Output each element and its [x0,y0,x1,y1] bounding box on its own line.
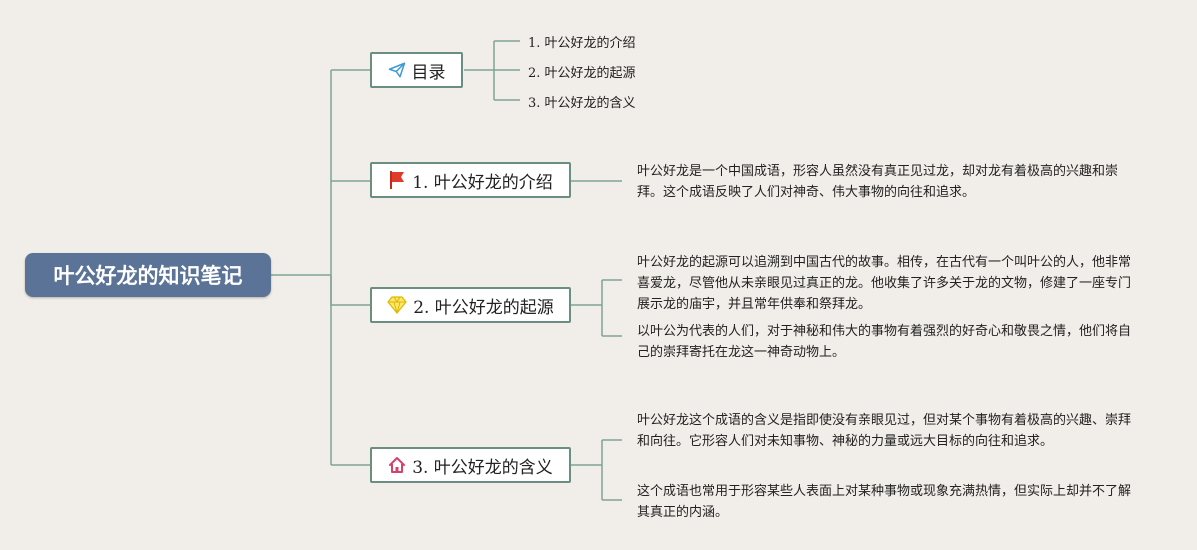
root-title: 叶公好龙的知识笔记 [53,264,243,288]
intro-paragraph: 叶公好龙是一个中国成语，形容人虽然没有真正见过龙，却对龙有着极高的兴趣和崇拜。这… [637,164,1119,200]
branch-toc[interactable]: 目录 [370,52,463,88]
diamond-icon [387,296,407,314]
branch-label: 3. 叶公好龙的含义 [412,457,553,478]
branch-label: 目录 [411,62,446,83]
red-flag-icon [388,170,406,190]
meaning-paragraph-2: 这个成语也常用于形容某些人表面上对某种事物或现象充满热情，但实际上却并不了解其真… [637,484,1132,520]
toc-item[interactable]: 2. 叶公好龙的起源 [528,66,636,81]
branch-origin[interactable]: 2. 叶公好龙的起源 [370,287,571,323]
branch-label: 2. 叶公好龙的起源 [413,297,554,318]
house-icon [388,456,406,474]
root-topic[interactable]: 叶公好龙的知识笔记 [25,253,271,297]
toc-item[interactable]: 1. 叶公好龙的介绍 [528,36,636,51]
branch-label: 1. 叶公好龙的介绍 [412,172,553,193]
branch-intro[interactable]: 1. 叶公好龙的介绍 [370,162,571,198]
branch-meaning[interactable]: 3. 叶公好龙的含义 [370,447,571,483]
origin-paragraph-2: 以叶公为代表的人们，对于神秘和伟大的事物有着强烈的好奇心和敬畏之情，他们将自己的… [637,324,1132,360]
toc-item[interactable]: 3. 叶公好龙的含义 [528,96,636,111]
origin-paragraph-1: 叶公好龙的起源可以追溯到中国古代的故事。相传，在古代有一个叫叶公的人，他非常喜爱… [637,255,1132,312]
paper-plane-icon [388,61,406,79]
meaning-paragraph-1: 叶公好龙这个成语的含义是指即使没有亲眼见过，但对某个事物有着极高的兴趣、崇拜和向… [637,413,1132,449]
